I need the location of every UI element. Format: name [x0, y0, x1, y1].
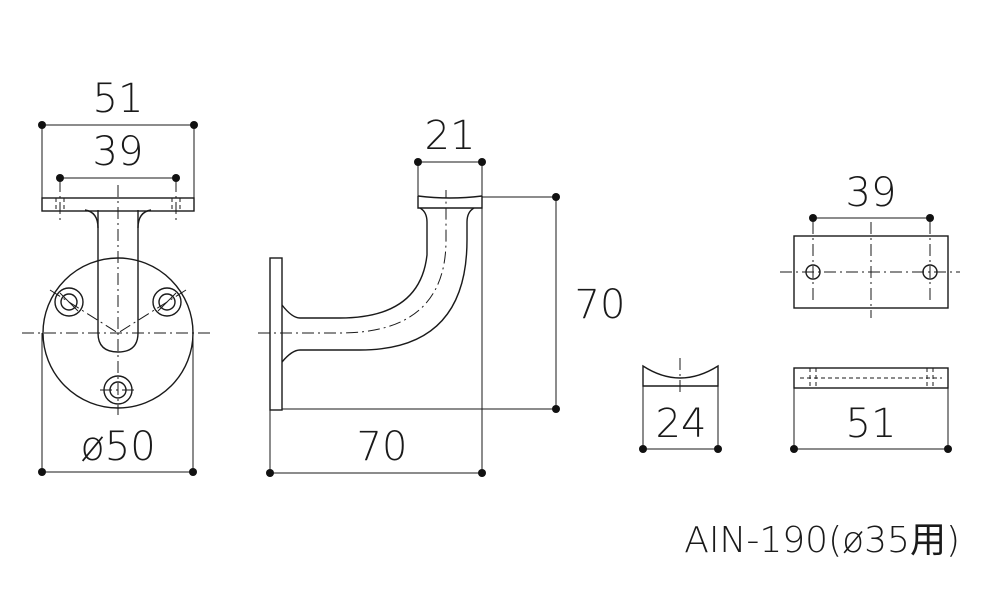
top-plate-elevation-view: 51 [790, 367, 952, 453]
base-diameter-50: ø50 [80, 424, 155, 470]
elevation-plate [793, 367, 949, 389]
screw-hole-bottom [100, 375, 136, 405]
side-depth-70: 70 [357, 424, 408, 470]
front-width-51: 51 [93, 76, 144, 122]
plate-length-51: 51 [846, 401, 897, 447]
saddle-width-24: 24 [656, 401, 707, 447]
top-plate-plan-view: 39 [780, 170, 960, 318]
plan-plate [793, 235, 949, 309]
saddle-profile [642, 364, 719, 387]
front-view: 51 39 ø50 [22, 76, 210, 476]
side-top-plate [417, 196, 483, 209]
side-view: 21 70 70 [258, 113, 625, 477]
plan-hole-left [805, 264, 821, 280]
model-label: AIN-190(ø35用) [684, 520, 960, 561]
bracket-arm [281, 207, 428, 319]
plan-hole-right [922, 264, 938, 280]
side-plate-21: 21 [425, 113, 476, 159]
front-pitch-39: 39 [93, 129, 144, 175]
stem [97, 210, 139, 353]
screw-hole-left [54, 287, 84, 317]
plan-pitch-39: 39 [846, 170, 897, 216]
wall-plate [269, 257, 283, 411]
screw-hole-right [152, 287, 182, 317]
saddle-end-view: 24 [639, 358, 722, 453]
side-height-70: 70 [575, 282, 626, 328]
